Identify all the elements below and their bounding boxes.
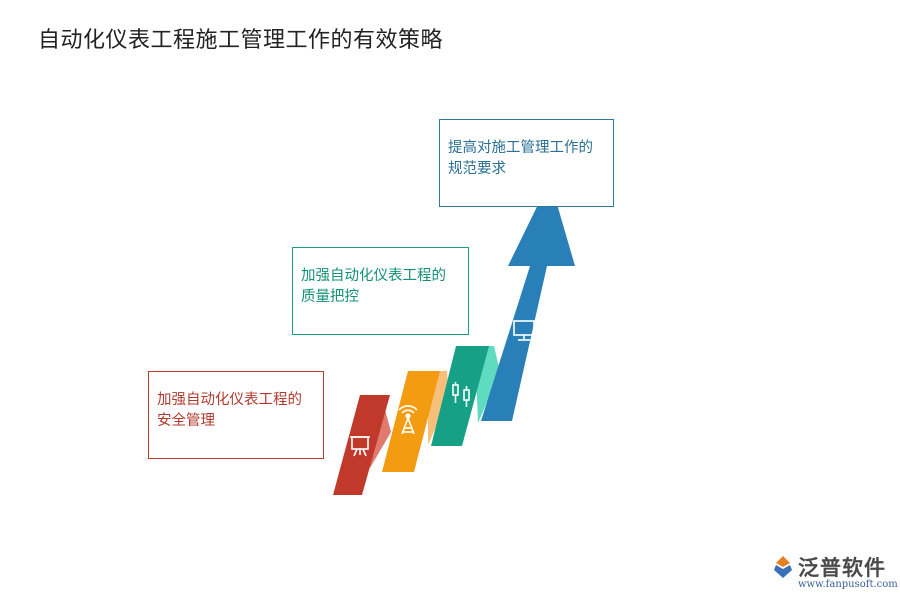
logo-url: www.fanpusoft.com — [798, 579, 898, 590]
step-2-segment — [382, 371, 440, 472]
step-1-label: 加强自动化仪表工程的安全管理 — [157, 392, 302, 429]
logo-name: 泛普软件 — [798, 556, 886, 580]
signal-tower-icon — [398, 405, 418, 435]
usb-plug-icon — [452, 382, 470, 407]
step-2-label: 加强自动化仪表工程的质量把控 — [301, 268, 446, 305]
step-1-label-box: 加强自动化仪表工程的安全管理 — [148, 371, 324, 459]
step-1-segment — [333, 395, 390, 495]
step-4-arrow — [481, 180, 575, 421]
step-3-segment — [431, 346, 489, 446]
step-4-label: 提高对施工管理工作的规范要求 — [448, 140, 593, 177]
logo-icon — [774, 556, 792, 578]
step-2-label-box: 加强自动化仪表工程的质量把控 — [292, 247, 469, 335]
brand-logo: 泛普软件 www.fanpusoft.com — [770, 552, 898, 596]
page-title: 自动化仪表工程施工管理工作的有效策略 — [38, 28, 444, 53]
monitor-icon — [513, 320, 535, 341]
presentation-board-icon — [350, 436, 370, 457]
step-4-label-box: 提高对施工管理工作的规范要求 — [439, 119, 614, 207]
